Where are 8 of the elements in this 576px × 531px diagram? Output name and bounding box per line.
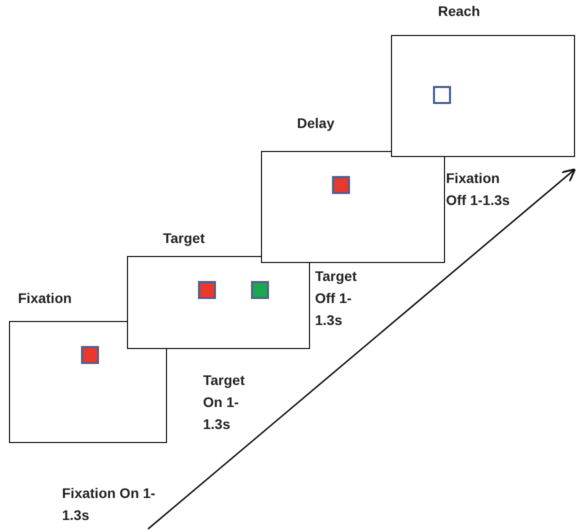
phase-heading: Delay (297, 114, 334, 133)
timing-label: Fixation On 1-1.3s (62, 484, 156, 525)
phase-heading: Fixation (18, 289, 72, 308)
timing-label: Fixation Off 1-1.3s (446, 169, 510, 210)
phase-heading: Target (163, 229, 205, 248)
timing-label: Target On 1-1.3s (203, 371, 246, 434)
timing-label: Target Off 1-1.3s (315, 267, 358, 330)
phase-heading: Reach (438, 2, 480, 21)
